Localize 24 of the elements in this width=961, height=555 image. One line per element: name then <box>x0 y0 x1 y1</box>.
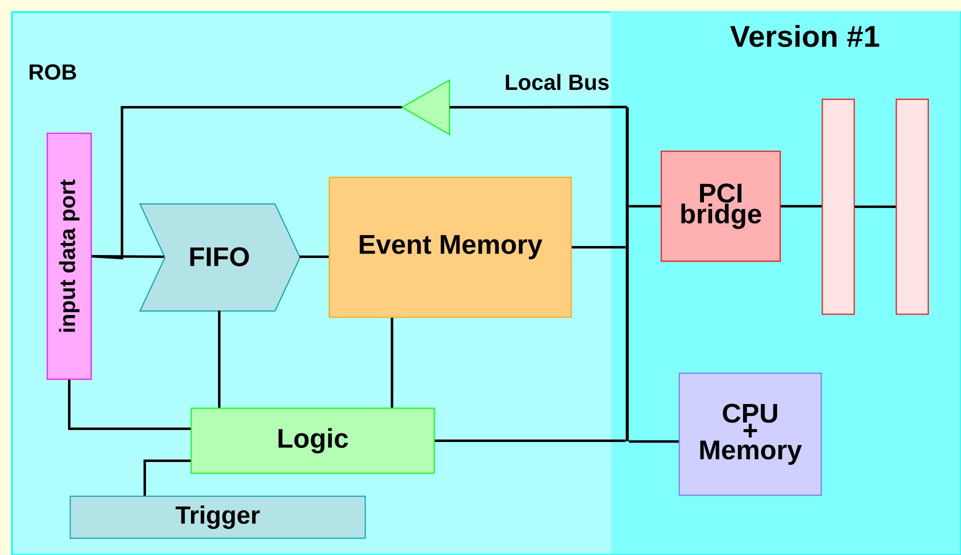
logic-box: Logic <box>190 408 435 474</box>
connector-line <box>449 106 628 108</box>
connector-line <box>854 206 896 208</box>
connector-line <box>780 205 822 208</box>
connector-line <box>434 440 626 442</box>
connector-line <box>572 246 626 248</box>
bus-label: Local Bus <box>506 74 609 90</box>
connector-line <box>299 256 329 258</box>
connector-line <box>68 380 191 430</box>
connector-line <box>144 460 191 496</box>
connector-line <box>628 205 661 208</box>
bus-line <box>626 107 629 442</box>
cpu-box: CPU + Memory <box>678 372 822 496</box>
fifo-chevron: FIFO <box>139 204 301 312</box>
card-slot <box>896 98 929 315</box>
bridge-box: PCI bridge <box>660 150 781 262</box>
connector-line <box>218 310 220 408</box>
port-box: input data port <box>46 132 92 380</box>
connector-line <box>628 440 679 443</box>
connector-line <box>390 318 394 408</box>
trigger-box: Trigger <box>70 496 366 539</box>
memory-box: Event Memory <box>328 176 572 318</box>
connector-line <box>92 106 402 260</box>
card-slot <box>822 98 855 315</box>
